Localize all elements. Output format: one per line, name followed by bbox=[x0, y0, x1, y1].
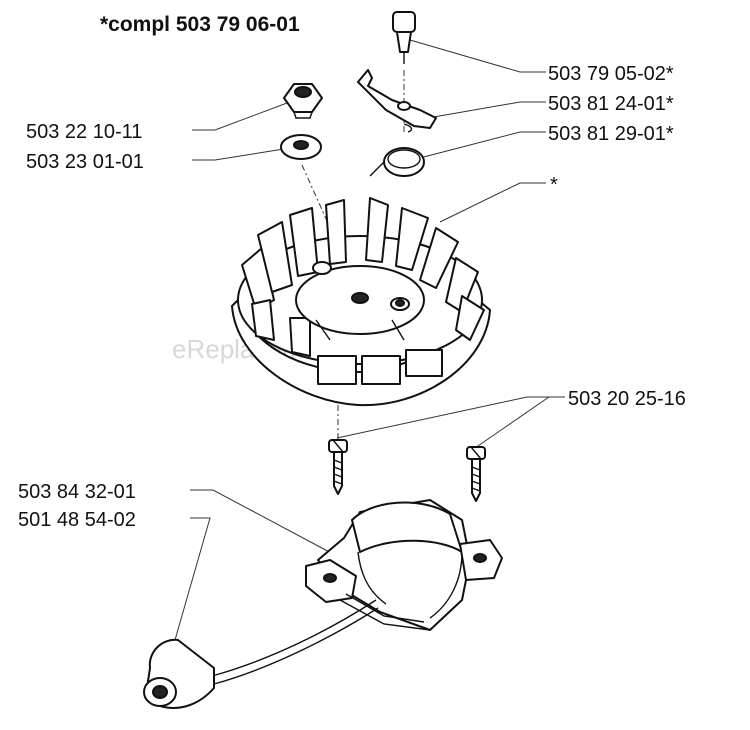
label-pin: 503 79 05-02* bbox=[548, 63, 674, 85]
pin-part bbox=[392, 11, 416, 64]
diagram-title: *compl 503 79 06-01 bbox=[100, 13, 300, 36]
label-washer: 503 23 01-01 bbox=[26, 151, 144, 173]
spring-part bbox=[369, 123, 425, 177]
flywheel bbox=[231, 197, 491, 407]
label-pawl: 503 81 24-01* bbox=[548, 93, 674, 115]
screw-right bbox=[466, 446, 486, 502]
label-screws: 503 20 25-16 bbox=[568, 388, 686, 410]
label-spring: 503 81 29-01* bbox=[548, 123, 674, 145]
label-nut: 503 22 10-11 bbox=[26, 121, 142, 143]
label-ignition-module: 503 84 32-01 bbox=[18, 481, 136, 503]
label-flywheel: * bbox=[550, 174, 558, 196]
screw-left bbox=[328, 439, 348, 495]
pawl-part bbox=[357, 69, 437, 129]
spark-plug-cap bbox=[143, 638, 215, 709]
ignition-module bbox=[211, 499, 503, 685]
nut-part bbox=[283, 83, 323, 119]
washer-part bbox=[280, 134, 322, 160]
label-spark-plug-cap: 501 48 54-02 bbox=[18, 509, 136, 531]
